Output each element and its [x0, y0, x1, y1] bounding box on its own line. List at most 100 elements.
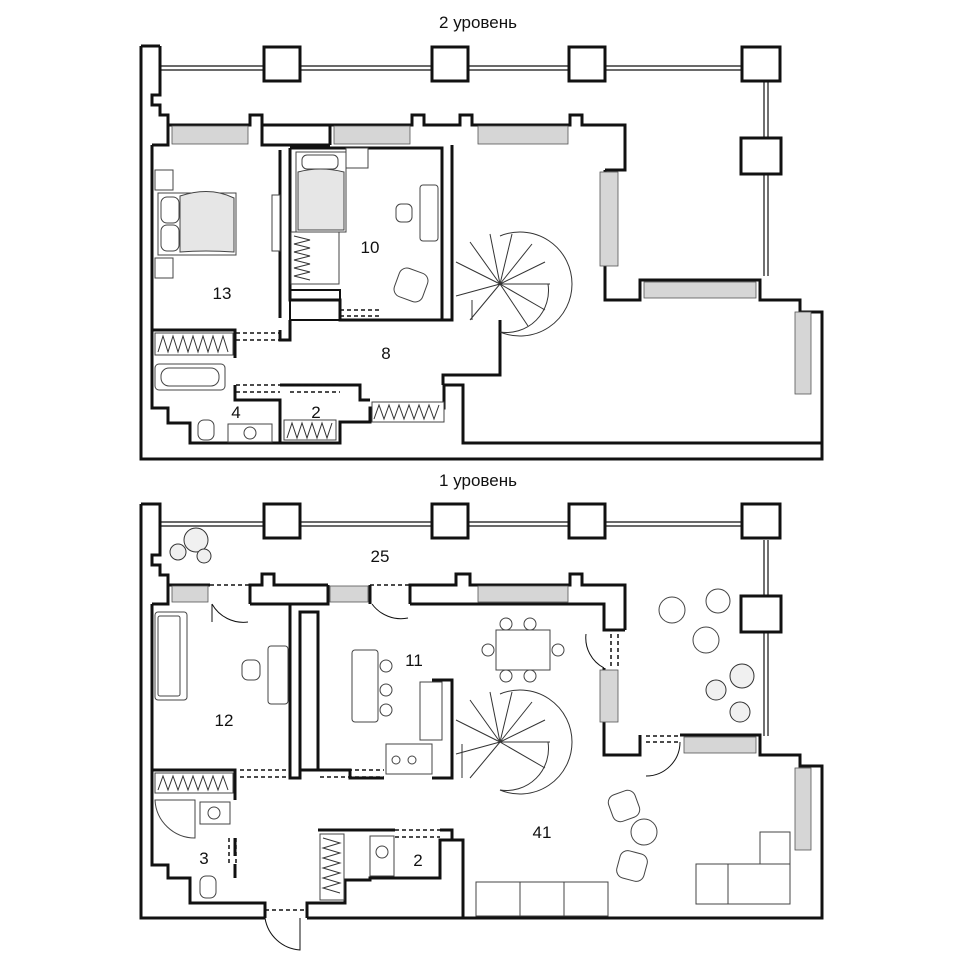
window	[794, 767, 812, 851]
room-12-label: 12	[215, 711, 234, 730]
column	[567, 502, 607, 540]
corner-sofa	[695, 831, 791, 905]
armchair	[616, 850, 648, 882]
round-table	[705, 588, 731, 614]
window	[794, 311, 812, 395]
sink	[207, 806, 221, 820]
desk-chair	[395, 203, 413, 223]
window	[599, 669, 619, 723]
wall-step	[150, 60, 170, 125]
nightstand	[154, 169, 174, 191]
room-25-label: 25	[371, 547, 390, 566]
desk	[267, 645, 289, 705]
wardrobe	[154, 332, 234, 356]
pillow	[160, 224, 180, 252]
lounge-chair	[658, 596, 686, 624]
bathtub-inner	[160, 367, 220, 387]
hall-wardrobe	[371, 401, 445, 423]
level-2-title: 2 уровень	[439, 13, 517, 32]
dining-table	[495, 629, 551, 671]
partition	[441, 320, 502, 385]
column	[262, 45, 302, 83]
armchair	[393, 267, 429, 303]
plant	[169, 527, 212, 564]
wall-step	[141, 502, 170, 585]
spiral-staircase	[455, 231, 573, 337]
coffee-table	[630, 818, 658, 846]
plant	[705, 663, 755, 723]
partition	[440, 145, 454, 322]
tv-stand	[271, 194, 281, 252]
sofa-seat	[157, 615, 181, 697]
blanket	[179, 191, 235, 253]
desk-chair	[241, 659, 261, 681]
door-swing[interactable]	[645, 741, 681, 777]
sink	[243, 426, 257, 440]
column	[740, 502, 782, 540]
entrance-door-swing[interactable]	[264, 917, 301, 951]
inner-wall-top2	[368, 572, 627, 632]
dining-chair	[523, 617, 537, 631]
room-3-label: 3	[199, 849, 208, 868]
armchair	[607, 789, 641, 823]
outer-wall	[139, 504, 824, 920]
column	[740, 45, 782, 83]
column	[739, 594, 783, 634]
window	[599, 171, 619, 267]
partition	[432, 678, 454, 780]
level-2-plan: 2 уровень	[139, 13, 824, 461]
dining-chair	[499, 669, 513, 683]
boiler-dial	[375, 845, 389, 859]
stair-void	[289, 289, 341, 321]
partition	[153, 768, 237, 878]
inner-wall-top	[152, 113, 332, 147]
level-1-title: 1 уровень	[439, 471, 517, 490]
room-8-label: 8	[381, 344, 390, 363]
door-swing[interactable]	[371, 603, 409, 620]
inner-wall	[150, 604, 267, 918]
storage-rack	[319, 833, 345, 901]
inner-wall	[150, 145, 470, 445]
door-swing[interactable]	[585, 633, 605, 669]
kitchen-island	[351, 649, 379, 723]
window	[477, 585, 569, 603]
window	[329, 585, 369, 603]
bar-stool	[379, 659, 393, 673]
column	[739, 136, 783, 176]
blanket	[297, 168, 345, 231]
partition	[278, 320, 292, 342]
room-2-label-l1: 2	[413, 851, 422, 870]
partition	[318, 828, 454, 840]
wardrobe	[290, 231, 340, 285]
wardrobe	[154, 772, 234, 794]
lounge-chair	[692, 626, 720, 654]
dining-chair	[523, 669, 537, 683]
media-console	[475, 881, 609, 917]
kitchen-counter	[419, 681, 443, 741]
dining-chair	[481, 643, 495, 657]
pillow	[301, 154, 339, 170]
room-41-label: 41	[533, 823, 552, 842]
outer-wall	[139, 44, 824, 461]
inner-wall-top	[152, 572, 330, 606]
dining-chair	[499, 617, 513, 631]
window	[171, 125, 249, 145]
bar-stool	[379, 703, 393, 717]
burner	[391, 755, 401, 765]
room-11-label: 11	[405, 651, 423, 670]
column	[430, 45, 470, 83]
window	[477, 125, 569, 145]
room-4-label: 4	[231, 403, 240, 422]
window	[333, 125, 411, 145]
pillow	[160, 196, 180, 224]
spiral-staircase	[455, 689, 573, 795]
window	[683, 736, 757, 754]
nightstand	[154, 257, 174, 279]
bar-stool	[379, 683, 393, 697]
desk	[419, 184, 439, 242]
door-swing[interactable]	[211, 603, 249, 623]
level-1-plan: 1 уровень	[139, 471, 824, 951]
window	[171, 585, 209, 603]
dining-chair	[551, 643, 565, 657]
